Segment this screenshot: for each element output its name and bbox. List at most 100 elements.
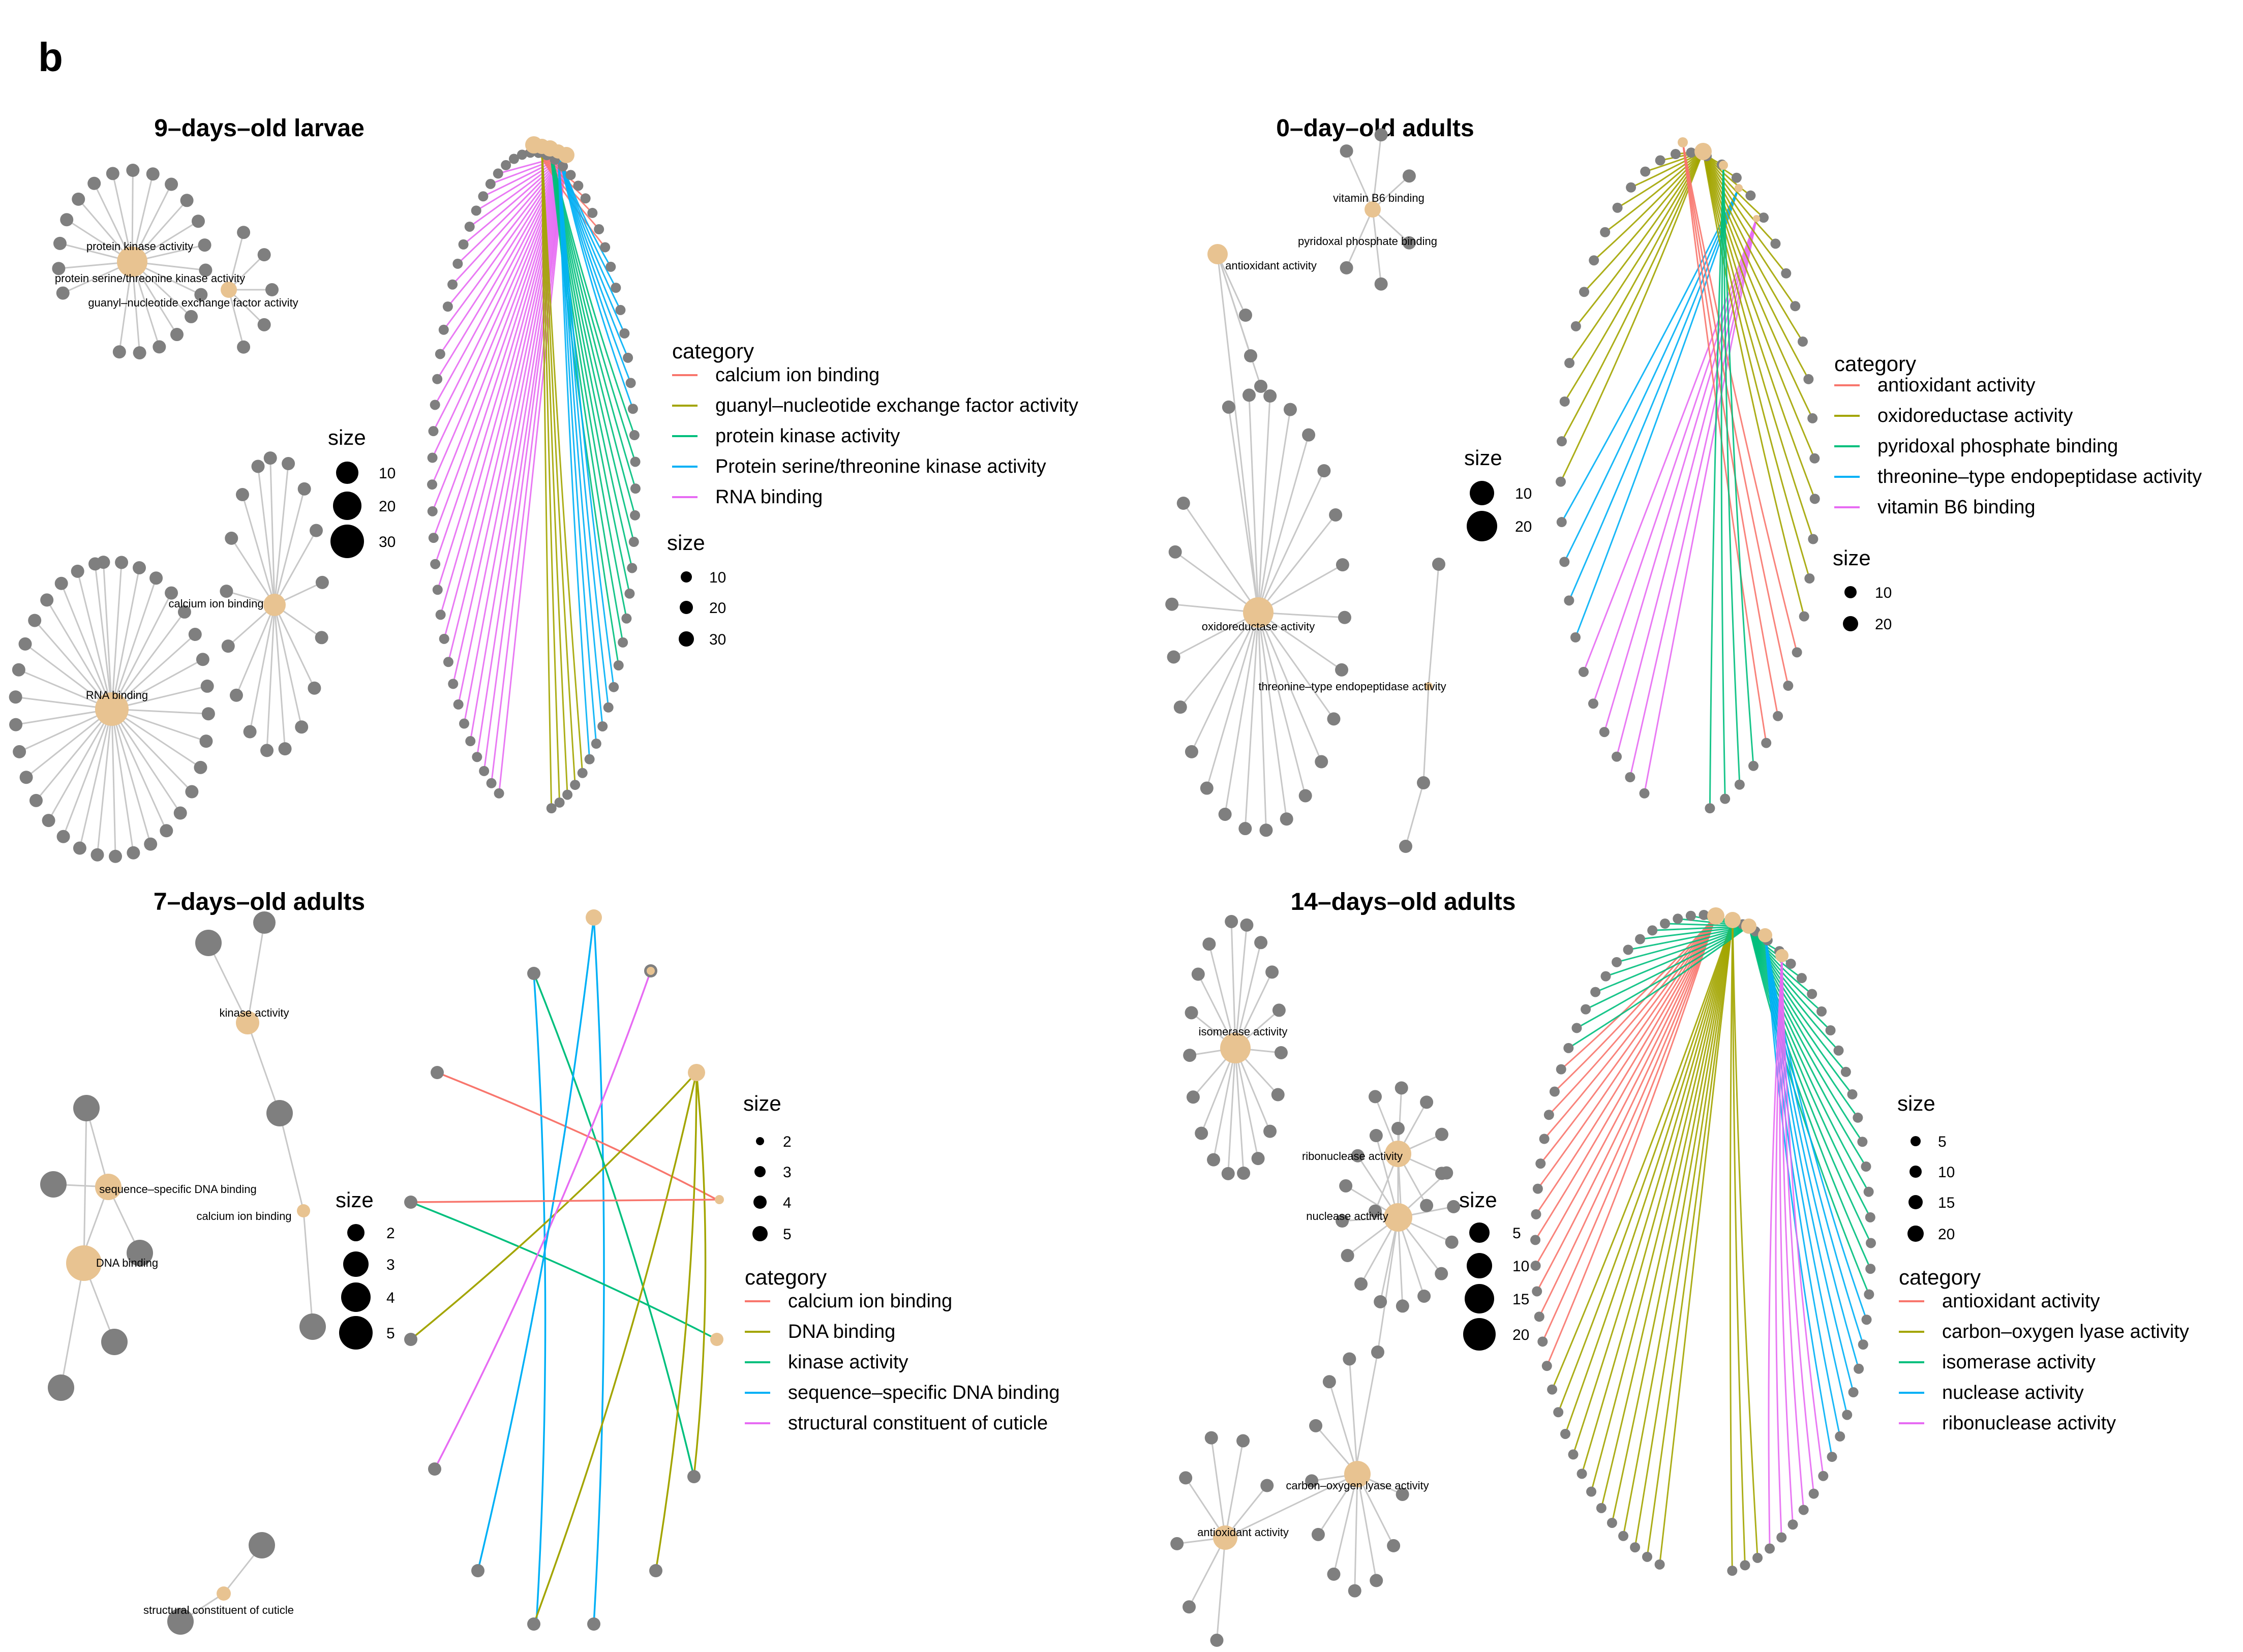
size-legend-value: 10: [379, 465, 396, 482]
gene-node: [1399, 840, 1412, 853]
gene-node: [1685, 910, 1696, 921]
gene-node: [1854, 1363, 1864, 1374]
network-edge: [257, 466, 276, 605]
gene-node: [1727, 1566, 1738, 1576]
network-edge: [1191, 612, 1259, 752]
gene-node: [630, 510, 641, 521]
gene-concept-arc: [1748, 926, 1870, 1295]
gene-node: [1173, 700, 1187, 714]
size-legend-value: 10: [1938, 1164, 1955, 1181]
network-nodes: [9, 128, 1876, 1647]
network-edge: [111, 709, 181, 814]
gene-node: [1240, 918, 1254, 932]
gene-node: [1263, 1124, 1277, 1138]
network-edge: [1188, 1537, 1226, 1607]
network-edge: [249, 604, 276, 732]
legend-item-label: guanyl–nucleotide exchange factor activi…: [715, 395, 1078, 416]
gene-node: [1238, 822, 1252, 836]
gene-node: [605, 261, 616, 272]
gene-node: [71, 564, 84, 578]
term-label: ribonuclease activity: [1302, 1150, 1403, 1162]
term-node: [1724, 912, 1741, 928]
network-edge: [274, 604, 286, 749]
panel-title-14-days-adults: 14–days–old adults: [1291, 889, 1516, 915]
gene-node: [1807, 413, 1818, 423]
gene-concept-arc: [1543, 915, 1717, 1140]
gene-node: [621, 613, 632, 624]
size-legend-value: 4: [386, 1290, 395, 1306]
gene-node: [1271, 1088, 1285, 1102]
network-edge: [1217, 254, 1262, 387]
gene-node: [1803, 374, 1814, 384]
gene-node: [1783, 681, 1794, 691]
gene-node: [40, 593, 54, 607]
gene-node: [1251, 1152, 1265, 1166]
gene-node: [404, 1333, 417, 1346]
term-node: [297, 1204, 310, 1217]
gene-concept-arc: [541, 146, 568, 795]
gene-node: [1790, 301, 1801, 312]
network-edge: [1379, 1217, 1399, 1302]
gene-node: [1586, 1486, 1597, 1497]
gene-node: [127, 1240, 153, 1266]
size-legend-title: size: [1464, 446, 1502, 470]
gene-node: [1168, 545, 1182, 559]
network-edge: [1346, 209, 1374, 268]
term-label: kinase activity: [220, 1006, 289, 1019]
gene-node: [1322, 1375, 1336, 1389]
gene-node: [54, 576, 68, 590]
gene-concept-arc: [549, 148, 636, 462]
gene-node: [249, 1532, 275, 1558]
gene-concept-arc: [498, 155, 567, 793]
term-node: [1384, 1203, 1412, 1232]
term-node: [1344, 1461, 1371, 1487]
gene-node: [295, 720, 309, 734]
gene-concept-arc: [1702, 151, 1815, 459]
size-legend-left-panel-4: size 5 10 15 20: [1459, 1188, 1529, 1351]
gene-node: [1210, 1633, 1224, 1647]
gene-node: [1655, 155, 1665, 166]
gene-concept-arc: [1764, 935, 1860, 1369]
gene-node: [1274, 1046, 1288, 1059]
gene-node: [1581, 1004, 1591, 1015]
gene-node: [1435, 1127, 1449, 1141]
gene-node: [1699, 910, 1709, 921]
network-edge: [60, 583, 113, 710]
network-edge: [1257, 612, 1335, 720]
gene-node: [146, 167, 160, 181]
gene-concept-arc: [549, 148, 627, 619]
gene-node: [1670, 149, 1681, 160]
gene-concept-arc: [1538, 915, 1717, 1317]
gene-node: [199, 263, 213, 277]
gene-concept-arc: [1764, 935, 1864, 1345]
gene-node: [1541, 1361, 1552, 1371]
gene-concept-arc: [1541, 915, 1717, 1342]
gene-node: [1417, 1289, 1431, 1303]
network-edge: [111, 709, 116, 856]
gene-node: [1417, 776, 1430, 789]
gene-concept-arc: [1575, 151, 1704, 327]
gene-node: [1720, 793, 1731, 804]
gene-node: [1242, 388, 1256, 402]
network-edge: [228, 254, 265, 291]
gene-concept-arc: [447, 155, 567, 662]
gene-node: [9, 718, 23, 731]
gene-node: [52, 262, 66, 276]
gene-node: [1327, 712, 1341, 726]
network-edge: [1257, 612, 1322, 762]
gene-concept-arc: [557, 151, 603, 727]
gene-node: [1570, 632, 1581, 643]
gene-concept-arc: [1548, 915, 1717, 1116]
gene-node: [1183, 1600, 1196, 1614]
gene-node: [165, 586, 178, 600]
size-legend-dot: [752, 1226, 768, 1241]
term-node: [95, 1174, 122, 1200]
network-edge: [302, 1210, 314, 1327]
network-edge: [1224, 1441, 1244, 1538]
gene-node: [29, 793, 43, 807]
category-legend-title: category: [1834, 352, 1916, 376]
gene-node: [12, 663, 25, 677]
network-edge: [111, 562, 123, 710]
network-edge: [1372, 135, 1382, 210]
gene-node: [1590, 987, 1601, 997]
